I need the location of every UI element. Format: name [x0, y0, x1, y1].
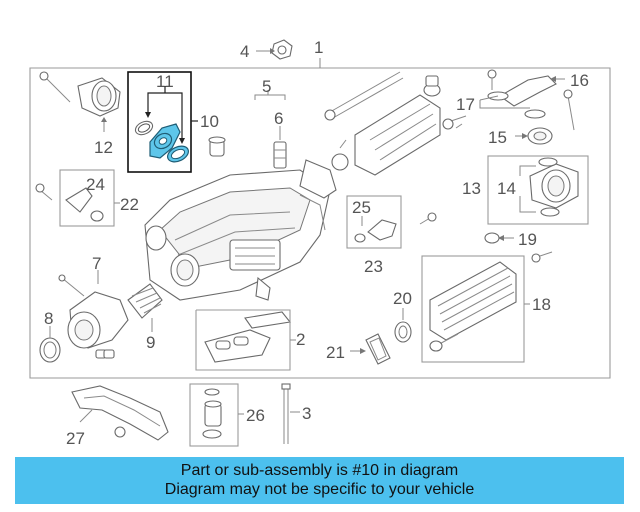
supercharger-body	[144, 169, 331, 301]
callout-1: 1	[314, 38, 323, 57]
part-3-stud	[281, 383, 300, 444]
part-8-o-ring	[39, 326, 61, 363]
callout-21: 21	[326, 343, 345, 362]
box-13-14	[487, 155, 589, 225]
parts-diagram: 1 2 3 4 5 6 7 8 9 10 11 12 13 14 15 16 1…	[29, 38, 611, 448]
plug	[208, 136, 226, 157]
part-20-o-ring	[394, 308, 412, 343]
callout-7: 7	[92, 254, 101, 273]
bolt-misc	[339, 139, 347, 149]
part-4-nut	[256, 39, 293, 60]
callout-2: 2	[296, 330, 305, 349]
callout-20: 20	[393, 289, 412, 308]
callout-15: 15	[488, 128, 507, 147]
part-16-pipe	[487, 69, 565, 107]
callout-8: 8	[44, 309, 53, 328]
part-19-plug	[484, 232, 514, 244]
box-26	[189, 383, 239, 447]
part-18-intercooler	[429, 261, 530, 352]
bolt-right	[442, 115, 467, 130]
bolt-22	[35, 183, 53, 201]
callout-6: 6	[274, 109, 283, 128]
highlight-box-10	[127, 71, 192, 173]
callout-12: 12	[94, 138, 113, 157]
bolt-19	[531, 251, 553, 263]
banner-line-1: Part or sub-assembly is #10 in diagram	[180, 462, 459, 479]
callout-3: 3	[302, 404, 311, 423]
intercooler-tube	[324, 71, 441, 176]
part-7-housing	[58, 270, 129, 349]
part-26-valve	[202, 388, 244, 439]
callout-16: 16	[570, 71, 589, 90]
callout-5: 5	[262, 77, 271, 96]
bolt-far-right	[563, 89, 575, 131]
small-fittings	[95, 349, 115, 359]
part-6-sensor	[273, 126, 287, 169]
main-assembly-outline	[29, 67, 611, 379]
part-21-gasket	[350, 333, 391, 365]
part-25-sensor	[354, 216, 397, 243]
part-27-pipe	[71, 385, 169, 441]
part-12-throttle-body	[39, 71, 121, 132]
part-15-cap	[515, 127, 553, 145]
callout-19: 19	[518, 230, 537, 249]
part-14-throttle	[519, 157, 579, 217]
part-10-highlighted-assembly[interactable]	[133, 119, 191, 165]
callout-17: 17	[456, 95, 475, 114]
banner-line-2: Diagram may not be specific to your vehi…	[164, 481, 475, 498]
box-22-24	[59, 169, 115, 227]
callout-14: 14	[497, 179, 516, 198]
box-18	[421, 255, 525, 363]
callout-23: 23	[364, 257, 383, 276]
bolt-small-right	[455, 123, 463, 129]
callout-11: 11	[156, 72, 174, 91]
callout-25: 25	[352, 198, 371, 217]
part-2-gaskets	[195, 309, 296, 371]
bolt-23	[419, 212, 437, 225]
part-9-bellows	[127, 283, 163, 332]
callout-22: 22	[120, 195, 139, 214]
callout-24: 24	[86, 175, 105, 194]
part-17-seals	[479, 91, 546, 119]
callout-18: 18	[532, 295, 551, 314]
callout-9: 9	[146, 333, 155, 352]
info-banner: Part or sub-assembly is #10 in diagram D…	[15, 457, 624, 504]
callout-26: 26	[246, 406, 265, 425]
box-23-25	[346, 195, 402, 249]
callout-13: 13	[462, 179, 481, 198]
callout-4: 4	[240, 42, 249, 61]
part-24-sensor	[65, 187, 120, 222]
callout-27: 27	[66, 429, 85, 448]
gasket-plate	[299, 153, 349, 199]
callout-10[interactable]: 10	[200, 112, 219, 131]
